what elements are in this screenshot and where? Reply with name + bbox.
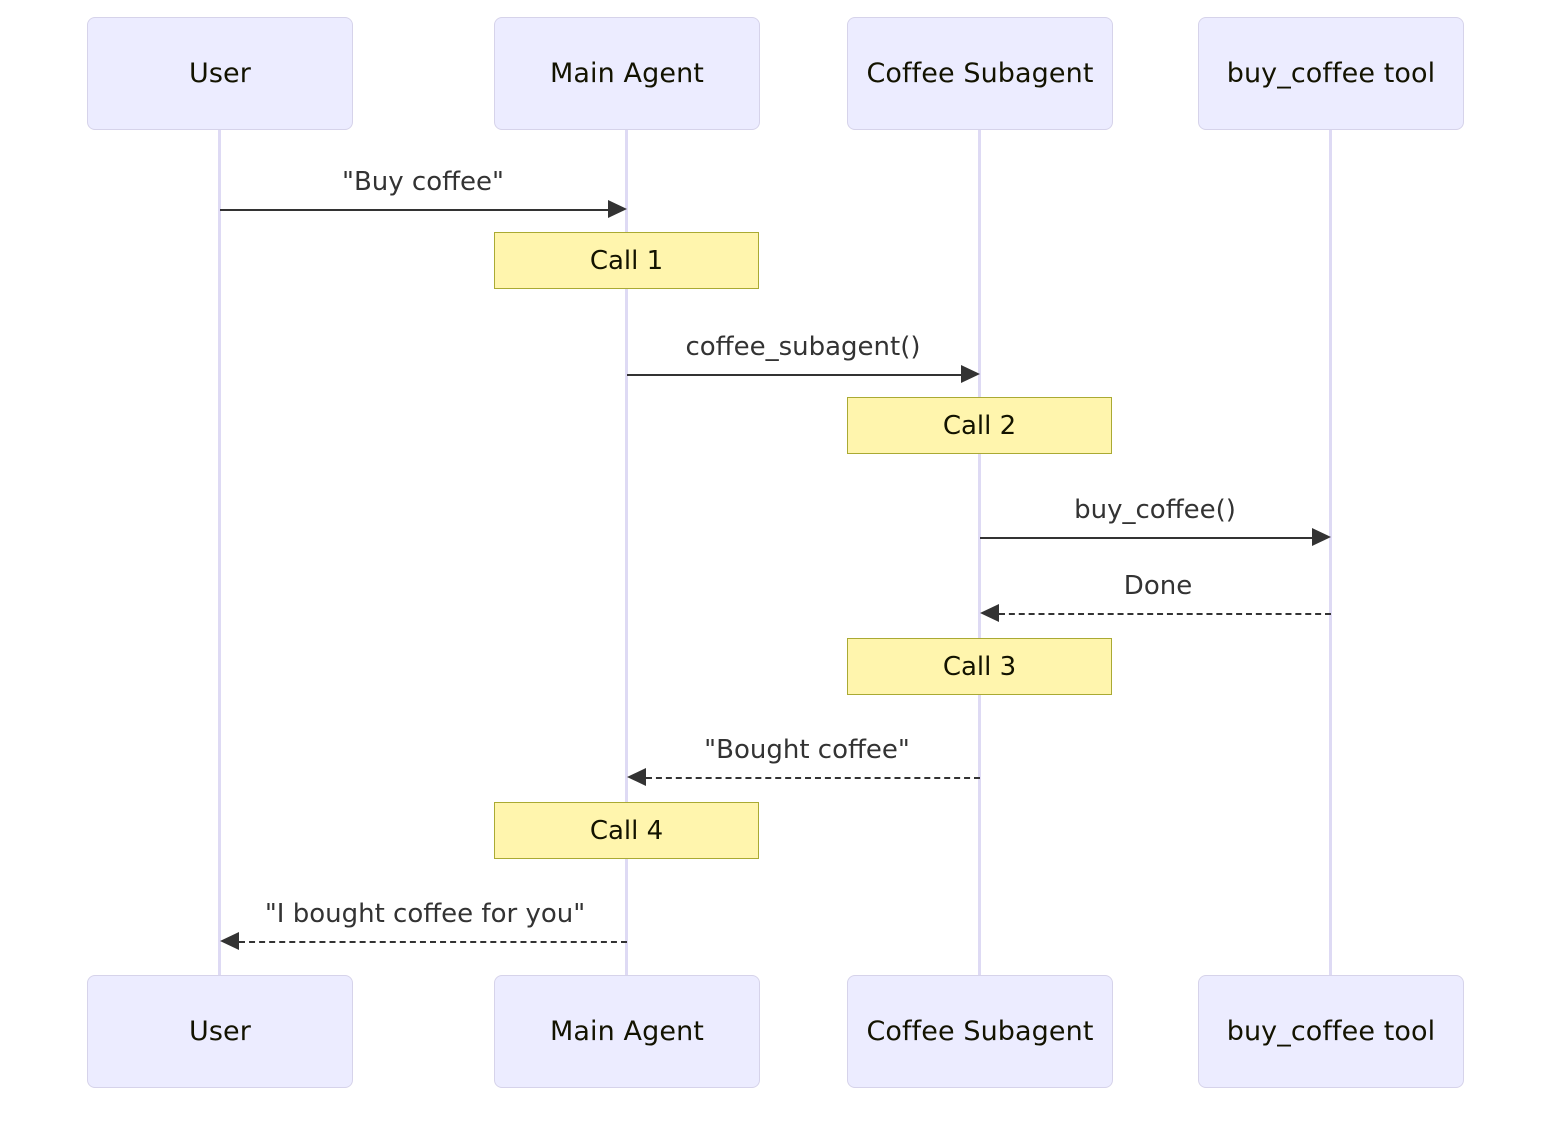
note-label: Call 3 [942, 651, 1017, 682]
message-label: coffee_subagent() [685, 332, 921, 362]
participant-label: Main Agent [550, 1016, 704, 1047]
participant-label: User [189, 58, 251, 89]
note-label: Call 4 [589, 815, 664, 846]
participant-label: Coffee Subagent [866, 58, 1094, 89]
participant-tool-bottom[interactable]: buy_coffee tool [1198, 975, 1464, 1088]
arrowhead-left-icon [220, 932, 239, 950]
participant-label: User [189, 1016, 251, 1047]
participant-coffee-top[interactable]: Coffee Subagent [847, 17, 1113, 130]
lifeline-tool [1329, 130, 1332, 975]
lifeline-main [625, 130, 628, 975]
message-label: Done [1123, 571, 1193, 601]
participant-label: Coffee Subagent [866, 1016, 1094, 1047]
participant-main-top[interactable]: Main Agent [494, 17, 760, 130]
participant-tool-top[interactable]: buy_coffee tool [1198, 17, 1464, 130]
participant-user-bottom[interactable]: User [87, 975, 353, 1088]
message-line [239, 941, 627, 943]
message-label: buy_coffee() [1074, 495, 1236, 525]
message-line [999, 613, 1331, 615]
participant-label: buy_coffee tool [1226, 1016, 1436, 1047]
arrowhead-right-icon [608, 200, 627, 218]
arrowhead-left-icon [980, 604, 999, 622]
participant-main-bottom[interactable]: Main Agent [494, 975, 760, 1088]
note-label: Call 2 [942, 410, 1017, 441]
arrowhead-right-icon [1312, 528, 1331, 546]
message-line [627, 374, 961, 376]
message-line [220, 209, 608, 211]
lifeline-user [218, 130, 221, 975]
message-label: "I bought coffee for you" [264, 899, 586, 929]
message-line [980, 537, 1312, 539]
note-call-2[interactable]: Call 2 [847, 397, 1112, 454]
lifeline-coffee [978, 130, 981, 975]
participant-coffee-bottom[interactable]: Coffee Subagent [847, 975, 1113, 1088]
note-call-1[interactable]: Call 1 [494, 232, 759, 289]
note-label: Call 1 [589, 245, 664, 276]
message-label: "Buy coffee" [342, 167, 504, 197]
arrowhead-right-icon [961, 365, 980, 383]
message-line [646, 777, 980, 779]
message-label: "Bought coffee" [704, 735, 910, 765]
participant-user-top[interactable]: User [87, 17, 353, 130]
note-call-3[interactable]: Call 3 [847, 638, 1112, 695]
participant-label: buy_coffee tool [1226, 58, 1436, 89]
arrowhead-left-icon [627, 768, 646, 786]
note-call-4[interactable]: Call 4 [494, 802, 759, 859]
participant-label: Main Agent [550, 58, 704, 89]
